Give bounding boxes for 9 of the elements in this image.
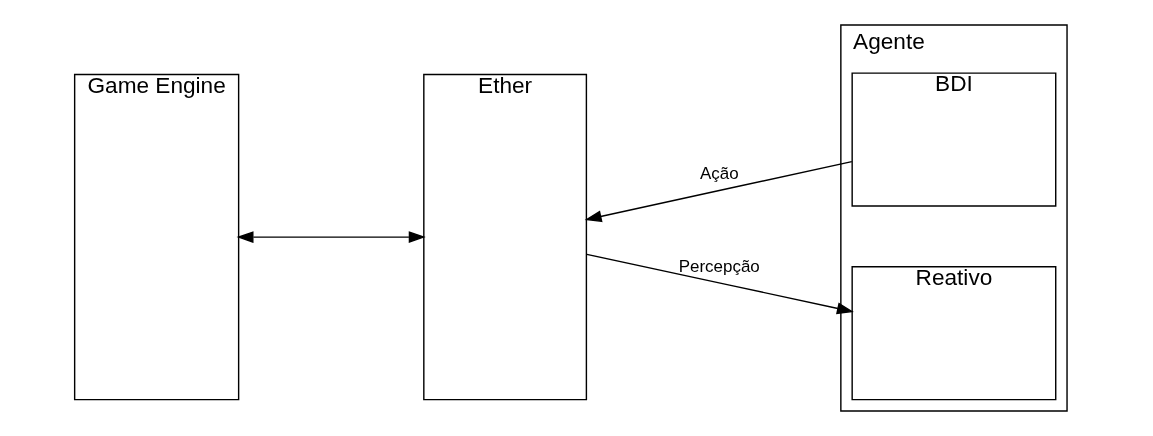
arrow bbox=[586, 253, 854, 315]
node-box: Ether bbox=[423, 73, 588, 401]
arrow bbox=[584, 160, 853, 223]
edge-label: Ação bbox=[699, 163, 739, 183]
edge-label: Percepção bbox=[678, 256, 760, 276]
node-box: Game Engine bbox=[73, 73, 240, 401]
node-box: Reativo bbox=[851, 266, 1057, 401]
node-box: BDI bbox=[851, 72, 1057, 207]
arrow bbox=[236, 231, 426, 244]
